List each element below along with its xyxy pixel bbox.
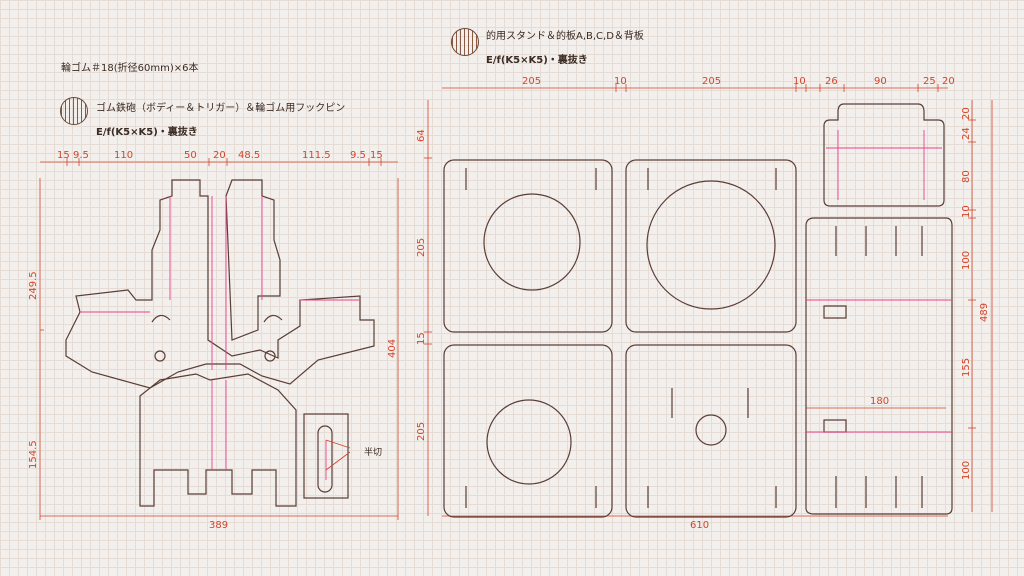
target-board-c xyxy=(443,344,613,518)
left-material-spec: E/f(K5×K5)・裏抜き xyxy=(96,127,198,138)
cut-lines xyxy=(65,103,953,518)
target-board-b xyxy=(625,159,797,333)
target-board-a xyxy=(443,159,613,333)
left-top-dim: 9.5 xyxy=(73,150,89,161)
gun-body-part xyxy=(65,179,375,389)
left-part-name: ゴム鉄砲（ボディー＆トリガー）＆輪ゴム用フックピン xyxy=(96,103,346,114)
right-top-dim: 26 xyxy=(825,76,838,87)
right-top-dim: 205 xyxy=(702,76,722,87)
right-width-dim: 610 xyxy=(690,520,710,531)
right-top-dim: 20 xyxy=(942,76,955,87)
right-part-name: 的用スタンド＆的板A,B,C,D＆背板 xyxy=(486,31,644,42)
half-cut-callout: 半切 xyxy=(364,448,383,458)
right-top-dim: 25 xyxy=(923,76,936,87)
left-material-swatch xyxy=(60,97,88,125)
left-top-dim: 110 xyxy=(114,150,134,161)
rubber-band-note: 輪ゴム＃18(折径60mm)×6本 xyxy=(61,63,199,74)
left-top-dim: 50 xyxy=(184,150,197,161)
left-top-dim: 15 xyxy=(57,150,70,161)
right-top-dim: 10 xyxy=(614,76,627,87)
left-width-dim: 389 xyxy=(209,520,229,531)
dimension-lines xyxy=(39,84,993,520)
backboard-width-dim: 180 xyxy=(870,396,890,407)
left-top-dim: 48.5 xyxy=(238,150,261,161)
trigger-part xyxy=(139,373,297,507)
right-top-dim: 10 xyxy=(793,76,806,87)
right-top-dim: 205 xyxy=(522,76,542,87)
right-top-dim: 90 xyxy=(874,76,887,87)
stand-piece xyxy=(823,103,945,207)
target-hole-d xyxy=(695,414,727,446)
left-top-dim: 9.5 xyxy=(350,150,366,161)
target-hole-a xyxy=(483,193,581,291)
left-top-dim: 20 xyxy=(213,150,226,161)
back-board xyxy=(805,217,953,515)
hook-pin-part xyxy=(303,413,349,499)
gun-grip-part xyxy=(225,179,281,341)
target-board-d xyxy=(625,344,797,518)
target-hole-b xyxy=(646,180,776,310)
left-top-dim: 111.5 xyxy=(302,150,331,161)
fold-lines xyxy=(80,130,952,480)
left-top-dim: 15 xyxy=(370,150,383,161)
right-material-swatch xyxy=(451,28,479,56)
right-material-spec: E/f(K5×K5)・裏抜き xyxy=(486,55,588,66)
target-hole-c xyxy=(486,399,572,485)
